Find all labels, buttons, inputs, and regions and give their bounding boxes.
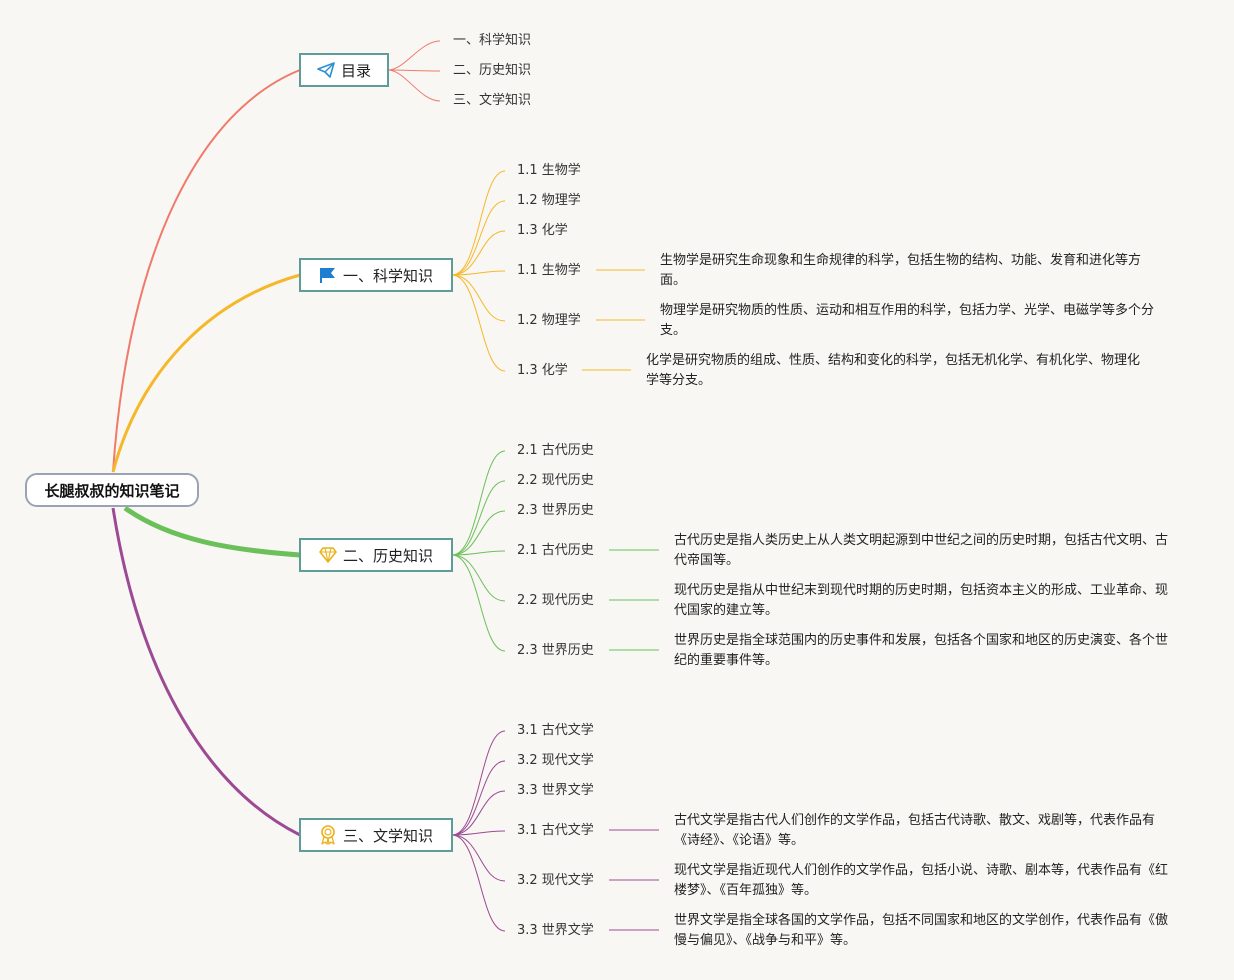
- branch-toc[interactable]: 目录: [299, 53, 389, 87]
- history-detail-text: 世界历史是指全球范围内的历史事件和发展，包括各个国家和地区的历史演变、各个世纪的…: [674, 633, 1169, 668]
- science-item[interactable]: 1.1 生物学: [517, 163, 581, 178]
- flag-icon: [319, 266, 337, 284]
- edges-history: [451, 450, 659, 652]
- science-item[interactable]: 1.3 化学: [517, 223, 568, 238]
- root-title: 长腿叔叔的知识笔记: [44, 481, 180, 500]
- paper-plane-icon: [317, 62, 335, 78]
- literature-detail-text: 世界文学是指全球各国的文学作品，包括不同国家和地区的文学创作，代表作品有《傲慢与…: [674, 913, 1169, 948]
- diamond-icon: [319, 547, 337, 563]
- science-detail-label[interactable]: 1.3 化学: [517, 363, 568, 378]
- literature-item[interactable]: 3.3 世界文学: [517, 783, 594, 798]
- literature-detail-label[interactable]: 3.3 世界文学: [517, 923, 594, 938]
- root-node[interactable]: 长腿叔叔的知识笔记: [25, 473, 199, 507]
- literature-item[interactable]: 3.1 古代文学: [517, 723, 594, 738]
- literature-detail-label[interactable]: 3.2 现代文学: [517, 873, 594, 888]
- history-detail-label[interactable]: 2.1 古代历史: [517, 543, 594, 558]
- toc-item[interactable]: 三、文学知识: [453, 93, 532, 108]
- science-detail-text: 物理学是研究物质的性质、运动和相互作用的科学，包括力学、光学、电磁学等多个分支。: [660, 303, 1155, 338]
- branch-history-label: 二、历史知识: [342, 546, 433, 565]
- science-detail-label[interactable]: 1.2 物理学: [517, 313, 581, 328]
- branch-toc-label: 目录: [340, 61, 371, 80]
- edges-science: [451, 170, 645, 372]
- literature-detail-text: 现代文学是指近现代人们创作的文学作品，包括小说、诗歌、剧本等，代表作品有《红楼梦…: [674, 863, 1169, 898]
- toc-item[interactable]: 二、历史知识: [453, 63, 532, 78]
- toc-item[interactable]: 一、科学知识: [453, 33, 532, 48]
- edges-toc: [387, 40, 441, 102]
- history-item[interactable]: 2.2 现代历史: [517, 473, 594, 488]
- history-detail-label[interactable]: 2.2 现代历史: [517, 593, 594, 608]
- history-detail-text: 古代历史是指人类历史上从人类文明起源到中世纪之间的历史时期，包括古代文明、古代帝…: [674, 533, 1169, 568]
- history-item[interactable]: 2.1 古代历史: [517, 443, 594, 458]
- science-detail-text: 生物学是研究生命现象和生命规律的科学，包括生物的结构、功能、发育和进化等方面。: [660, 253, 1142, 288]
- edges-literature: [451, 730, 659, 932]
- science-detail-text: 化学是研究物质的组成、性质、结构和变化的科学，包括无机化学、有机化学、物理化学等…: [646, 353, 1141, 388]
- edge-root-literature: [111, 507, 301, 837]
- literature-detail-text: 古代文学是指古代人们创作的文学作品，包括古代诗歌、散文、戏剧等，代表作品有《诗经…: [674, 813, 1156, 848]
- branch-science-label: 一、科学知识: [342, 266, 433, 285]
- edge-root-toc: [112, 69, 301, 473]
- science-item[interactable]: 1.2 物理学: [517, 193, 581, 208]
- branch-science[interactable]: 一、科学知识: [299, 258, 453, 292]
- literature-item[interactable]: 3.2 现代文学: [517, 753, 594, 768]
- history-item[interactable]: 2.3 世界历史: [517, 503, 594, 518]
- history-detail-label[interactable]: 2.3 世界历史: [517, 643, 594, 658]
- science-detail-label[interactable]: 1.1 生物学: [517, 263, 581, 278]
- edge-root-history: [123, 505, 301, 558]
- history-detail-text: 现代历史是指从中世纪末到现代时期的历史时期，包括资本主义的形成、工业革命、现代国…: [674, 583, 1169, 618]
- branch-history[interactable]: 二、历史知识: [299, 538, 453, 572]
- award-ribbon-icon: [319, 825, 337, 845]
- branch-literature-label: 三、文学知识: [342, 826, 433, 845]
- literature-detail-label[interactable]: 3.1 古代文学: [517, 823, 594, 838]
- edge-root-science: [111, 273, 301, 473]
- branch-literature[interactable]: 三、文学知识: [299, 818, 453, 852]
